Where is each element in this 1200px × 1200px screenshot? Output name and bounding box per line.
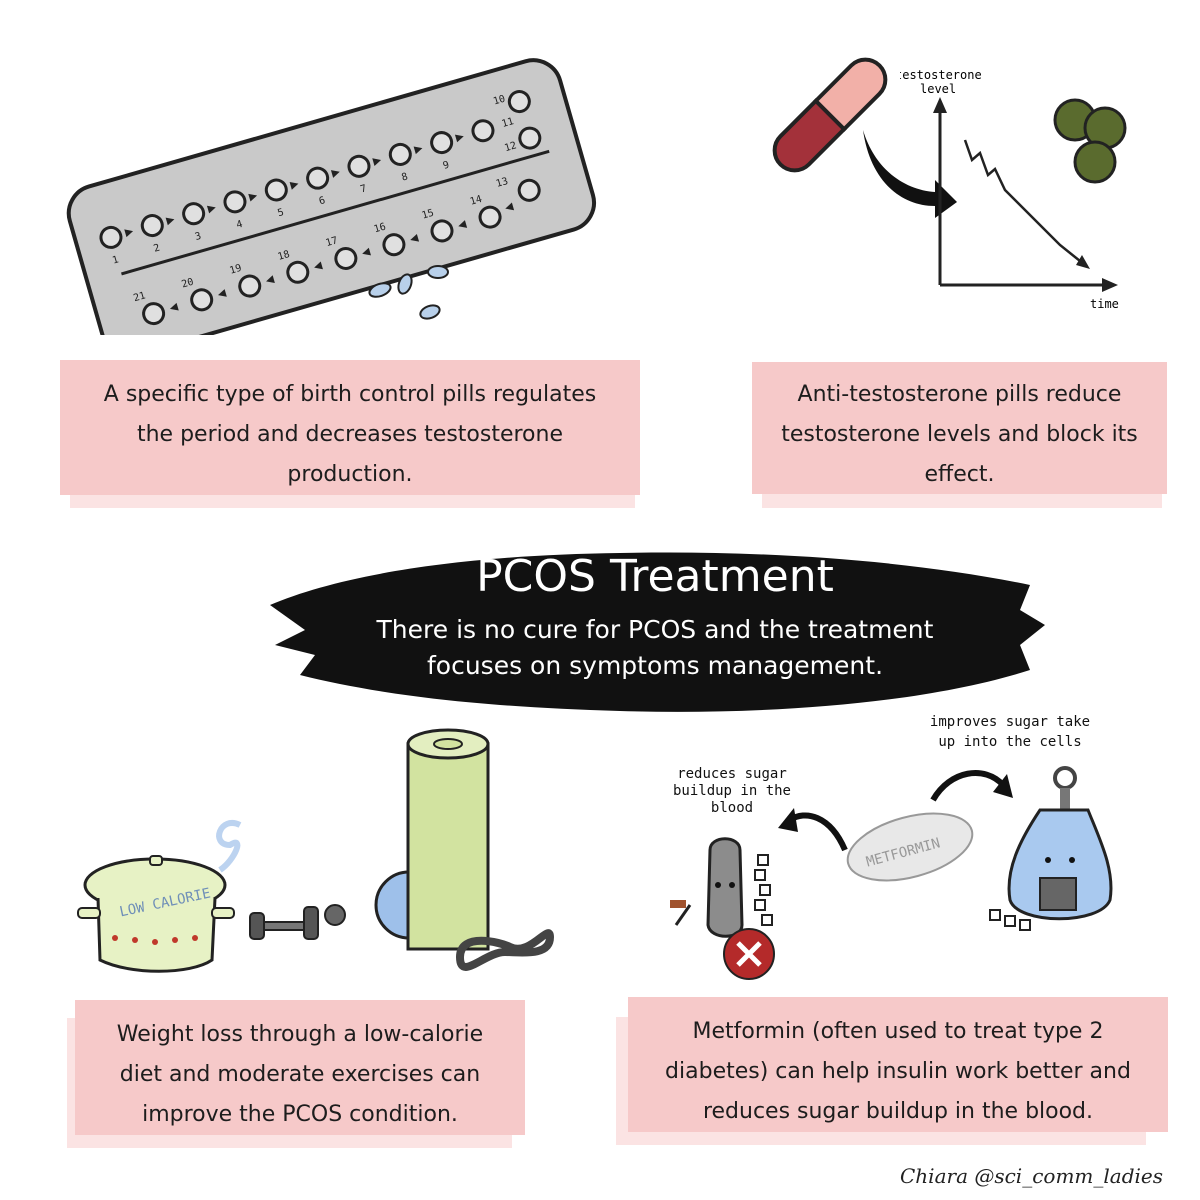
- card-line: effect.: [924, 461, 995, 487]
- pill-number: 13: [495, 176, 510, 190]
- pill-number: 4: [235, 219, 244, 231]
- card-line: A specific type of birth control pills r…: [103, 382, 597, 407]
- testosterone-graph: testosterone level time: [900, 68, 1119, 311]
- page-subtitle: focuses on symptoms management.: [426, 651, 884, 680]
- anti-testosterone-card: Anti-testosterone pills reduce testoster…: [752, 362, 1167, 508]
- brush-stroke: [270, 552, 1045, 712]
- annotation-line: reduces sugar: [677, 766, 787, 782]
- pill-number: 16: [373, 221, 388, 235]
- annotation-line: up into the cells: [938, 734, 1082, 750]
- pill-number: 3: [194, 231, 203, 243]
- annotation-right: improves sugar take up into the cells: [900, 712, 1120, 752]
- card-line: Metformin (often used to treat type 2: [692, 1019, 1104, 1044]
- pill-number: 21: [132, 290, 147, 304]
- card-line: production.: [287, 462, 413, 487]
- metformin-tablet-icon: METFORMIN: [846, 812, 974, 882]
- card-line: diet and moderate exercises can: [119, 1062, 481, 1087]
- card-line: Anti-testosterone pills reduce: [797, 381, 1122, 407]
- card-line: Weight loss through a low-calorie: [116, 1022, 484, 1047]
- pill-pack-icon: 1 2 3 4 5 6 7 8 9 10 11 12 13 14 15 16 1…: [66, 58, 597, 335]
- birth-control-card: A specific type of birth control pills r…: [60, 360, 640, 510]
- pot-icon: LOW CALORIE: [77, 820, 242, 973]
- cross-icon: [723, 928, 775, 980]
- pill-number: 18: [276, 249, 291, 263]
- pill-number: 2: [152, 243, 161, 255]
- curved-arrow-right-icon: [930, 770, 1013, 802]
- pill-number: 17: [325, 235, 340, 249]
- pill-number: 12: [503, 140, 518, 154]
- page-title: PCOS Treatment: [476, 551, 834, 602]
- card-line: the period and decreases testosterone: [136, 422, 563, 447]
- card-line: testosterone levels and block its: [781, 421, 1138, 447]
- pill-number: 14: [469, 194, 484, 208]
- annotation-line: improves sugar take: [929, 714, 1091, 730]
- curved-arrow-left-icon: [778, 808, 848, 852]
- pill-number: 5: [276, 207, 285, 219]
- yoga-mat-icon: [406, 728, 490, 951]
- page-subtitle: There is no cure for PCOS and the treatm…: [376, 615, 934, 644]
- card-line: diabetes) can help insulin work better a…: [665, 1059, 1131, 1084]
- pill-number: 9: [442, 160, 451, 172]
- signature: Chiara @sci_comm_ladies: [900, 1164, 1163, 1188]
- metformin-card: Metformin (often used to treat type 2 di…: [616, 997, 1168, 1147]
- weight-loss-card: Weight loss through a low-calorie diet a…: [67, 1000, 525, 1150]
- capsule-icon: [772, 57, 888, 173]
- pill-number: 6: [318, 195, 327, 207]
- pill-number: 7: [359, 183, 368, 195]
- pill-number: 15: [421, 208, 436, 222]
- blood-cell-icon: [670, 837, 773, 938]
- loose-pills-icon: [368, 265, 449, 320]
- annotation-line: buildup in the: [672, 783, 791, 799]
- card-line: improve the PCOS condition.: [142, 1102, 458, 1127]
- down-arrow-icon: [863, 130, 957, 218]
- green-pills-icon: [1053, 98, 1127, 184]
- title-banner: PCOS Treatment There is no cure for PCOS…: [260, 535, 1050, 720]
- pill-number: 8: [400, 171, 409, 183]
- annotation-line: blood: [710, 800, 754, 816]
- dumbbell-icon: [249, 904, 346, 940]
- graph-xlabel: time: [1090, 297, 1119, 311]
- cell-icon: [989, 766, 1113, 931]
- pill-number: 11: [501, 116, 516, 130]
- pill-number: 1: [111, 254, 120, 266]
- graph-ylabel: testosterone: [900, 68, 982, 82]
- band-icon: [455, 929, 555, 971]
- pill-number: 10: [492, 94, 507, 108]
- pill-number: 20: [180, 277, 195, 291]
- graph-ylabel: level: [920, 82, 956, 96]
- annotation-left: reduces sugar buildup in the blood: [662, 766, 802, 817]
- pill-number: 19: [228, 263, 243, 277]
- card-line: reduces sugar buildup in the blood.: [702, 1099, 1094, 1124]
